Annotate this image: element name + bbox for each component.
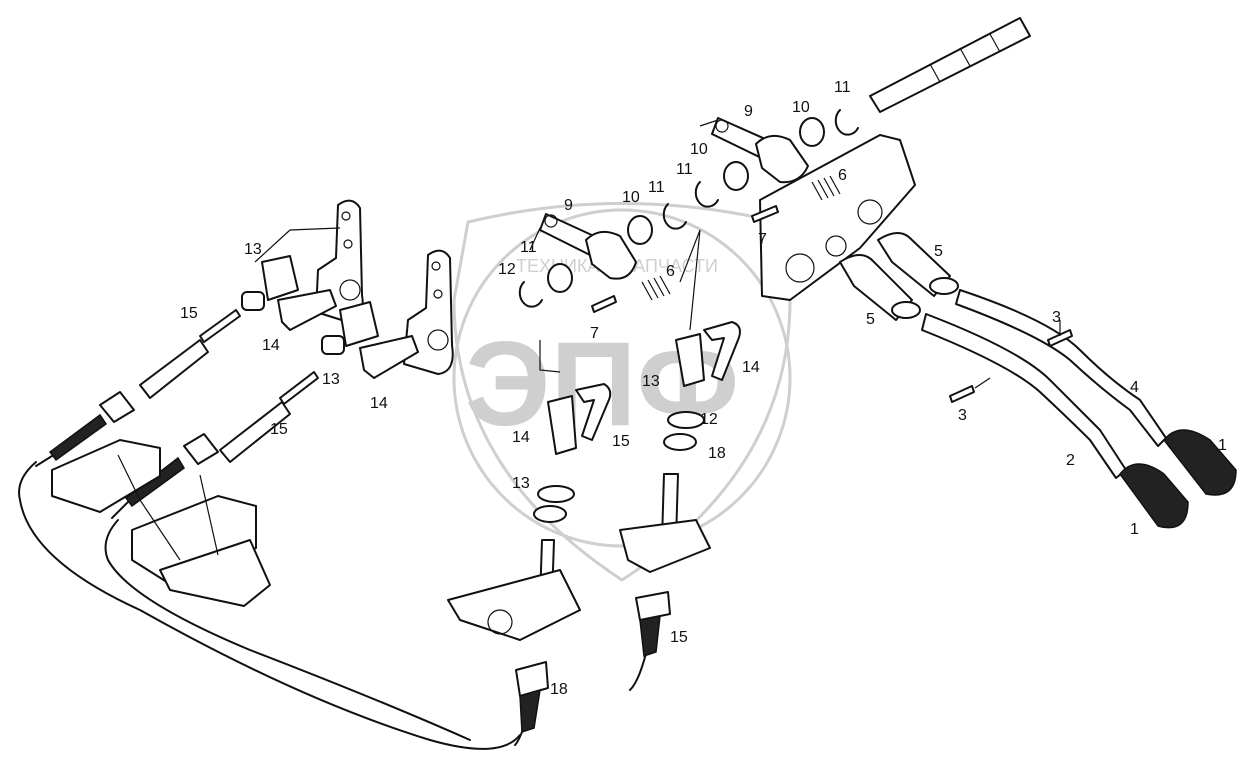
callout-9-upper: 9 <box>744 103 753 120</box>
callout-5-upper: 5 <box>934 243 943 260</box>
callout-4: 4 <box>1130 379 1139 396</box>
right-levers <box>839 232 1237 529</box>
callout-15-a: 15 <box>180 305 198 322</box>
callout-18-right: 18 <box>708 445 726 462</box>
callout-2: 2 <box>1066 452 1075 469</box>
callout-1-lower: 1 <box>1130 521 1139 538</box>
center-assembly <box>447 17 1031 734</box>
callout-12-right: 12 <box>700 411 718 428</box>
callout-13-a: 13 <box>244 241 262 258</box>
callout-15-d: 18 <box>550 681 568 698</box>
callout-15-c: 15 <box>670 629 688 646</box>
callout-9-lower: 9 <box>564 197 573 214</box>
callout-1-upper: 1 <box>1218 437 1227 454</box>
callout-12-left: 13 <box>512 475 530 492</box>
left-assembly <box>35 199 454 607</box>
callout-14-c: 14 <box>742 359 760 376</box>
callout-10-d: 11 <box>520 239 537 256</box>
callout-13-d: 14 <box>512 429 530 446</box>
callout-10-a: 10 <box>792 99 810 116</box>
callout-11-c: 11 <box>648 179 665 196</box>
callout-6-upper: 6 <box>838 167 847 184</box>
callout-3-lower: 3 <box>958 407 967 424</box>
callout-7-lower: 7 <box>590 325 599 342</box>
callout-11-d: 12 <box>498 261 516 278</box>
callout-11-b: 11 <box>676 161 693 178</box>
callout-3-upper: 3 <box>1052 309 1061 326</box>
callout-14-d: 15 <box>612 433 630 450</box>
callout-6-lower: 6 <box>666 263 675 280</box>
callout-14-a: 14 <box>262 337 280 354</box>
callout-13-c: 13 <box>642 373 660 390</box>
callout-13-b: 13 <box>322 371 340 388</box>
callout-11-a: 11 <box>834 79 851 96</box>
callout-7-upper: 7 <box>758 231 767 248</box>
callout-10-c: 10 <box>622 189 640 206</box>
callout-5-lower: 5 <box>866 311 875 328</box>
callout-labels: 1 1 2 3 3 4 5 5 6 6 7 7 9 9 10 10 10 11 … <box>180 79 1227 698</box>
callout-10-b: 10 <box>690 141 708 158</box>
callout-15-b: 15 <box>270 421 288 438</box>
callout-14-b: 14 <box>370 395 388 412</box>
